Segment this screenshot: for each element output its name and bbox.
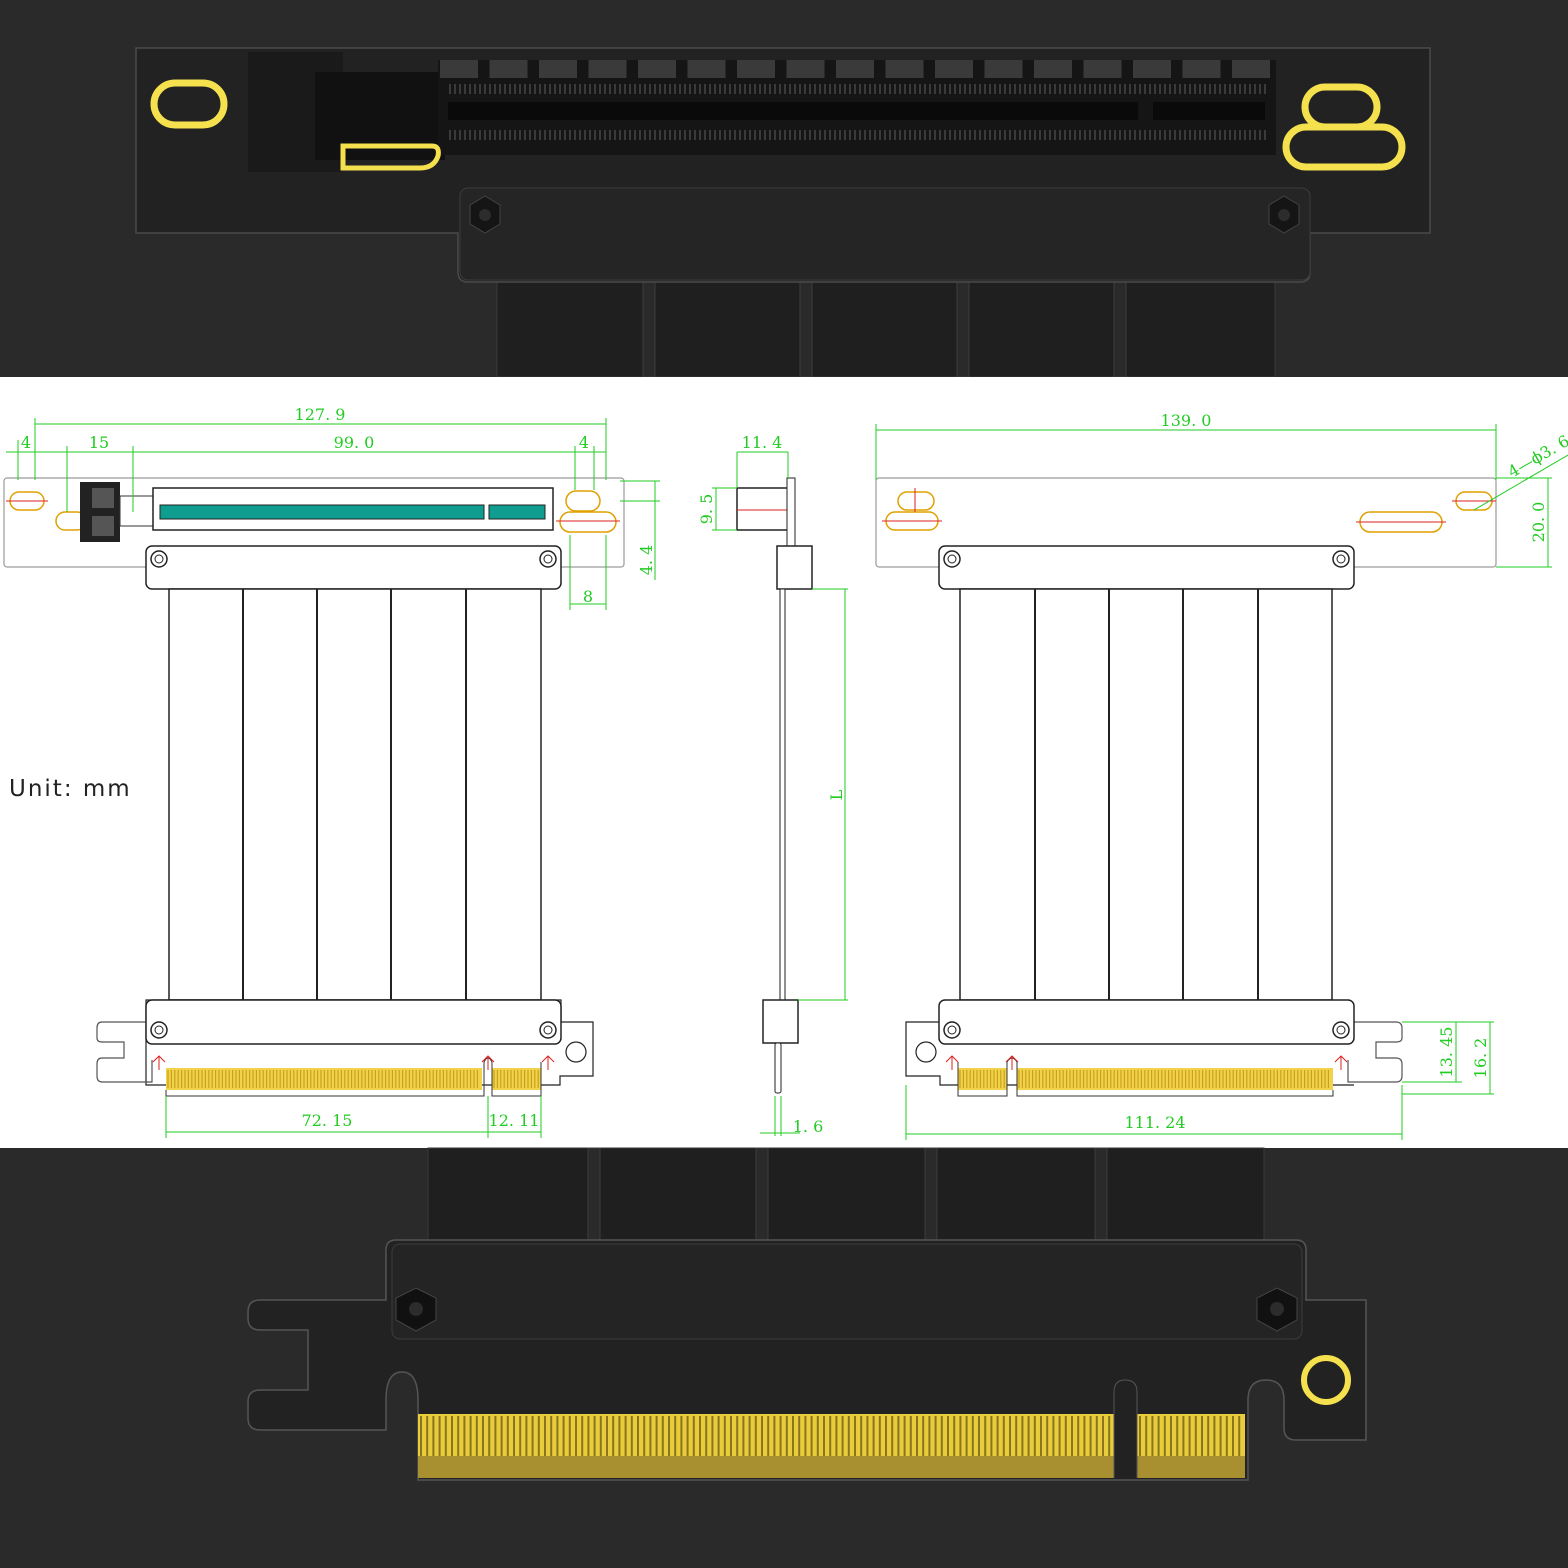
front-view: 127. 9 4 15 99. 0 4 4. 4 8 72. 15 12. 11 [3, 405, 660, 1138]
front-dim-overall-width: 127. 9 [295, 405, 346, 424]
front-dim-hole-height: 4. 4 [637, 545, 656, 576]
bottom-cable-ribbons [427, 1147, 1265, 1249]
front-dim-right-edge: 8 [583, 587, 593, 606]
side-dim-connector-depth: 11. 4 [742, 433, 783, 452]
bottom-screw-left [395, 1287, 437, 1332]
back-dim-finger-height: 13. 45 [1437, 1027, 1456, 1078]
top-screw-right [1268, 195, 1300, 234]
back-gold-fingers-short [958, 1068, 1007, 1090]
front-dim-slot-offset: 15 [89, 433, 109, 452]
back-dim-bracket-lower-height: 16. 2 [1471, 1038, 1490, 1079]
back-view: 139. 0 4—ϕ3. 6 20. 0 13. 45 16. 2 111. 2… [875, 411, 1568, 1140]
side-view: 11. 4 9. 5 L 1. 6 [697, 433, 848, 1136]
top-cable-ribbons [496, 269, 1276, 378]
top-hole-left-icon [150, 79, 228, 129]
side-dim-cable-length: L [827, 789, 846, 800]
top-screw-left [469, 195, 501, 234]
bottom-screw-right [1256, 1287, 1298, 1332]
top-hole-right-lower-icon [1282, 123, 1406, 171]
bottom-mount-hole-icon [1301, 1355, 1351, 1405]
unit-label: Unit: mm [9, 776, 132, 802]
front-gold-fingers-short [492, 1068, 541, 1090]
front-dim-left-hole: 4 [21, 433, 31, 452]
side-dim-connector-height: 9. 5 [697, 494, 716, 525]
bottom-photo-band [0, 1147, 1568, 1568]
back-dim-bottom-length: 111. 24 [1124, 1113, 1185, 1132]
bottom-gold-fingers [418, 1379, 1245, 1478]
drawing-band: 127. 9 4 15 99. 0 4 4. 4 8 72. 15 12. 11… [0, 377, 1568, 1148]
side-dim-board-thickness: 1. 6 [793, 1117, 824, 1136]
front-dim-right-hole: 4 [579, 433, 589, 452]
front-dim-finger-main: 72. 15 [302, 1111, 353, 1130]
back-dim-overall-width: 139. 0 [1161, 411, 1212, 430]
front-dim-slot-length: 99. 0 [334, 433, 375, 452]
front-dim-finger-short: 12. 11 [489, 1111, 540, 1130]
back-dim-bracket-height: 20. 0 [1529, 502, 1548, 543]
top-pcie-slot [248, 52, 1276, 172]
top-photo-band [0, 0, 1568, 378]
